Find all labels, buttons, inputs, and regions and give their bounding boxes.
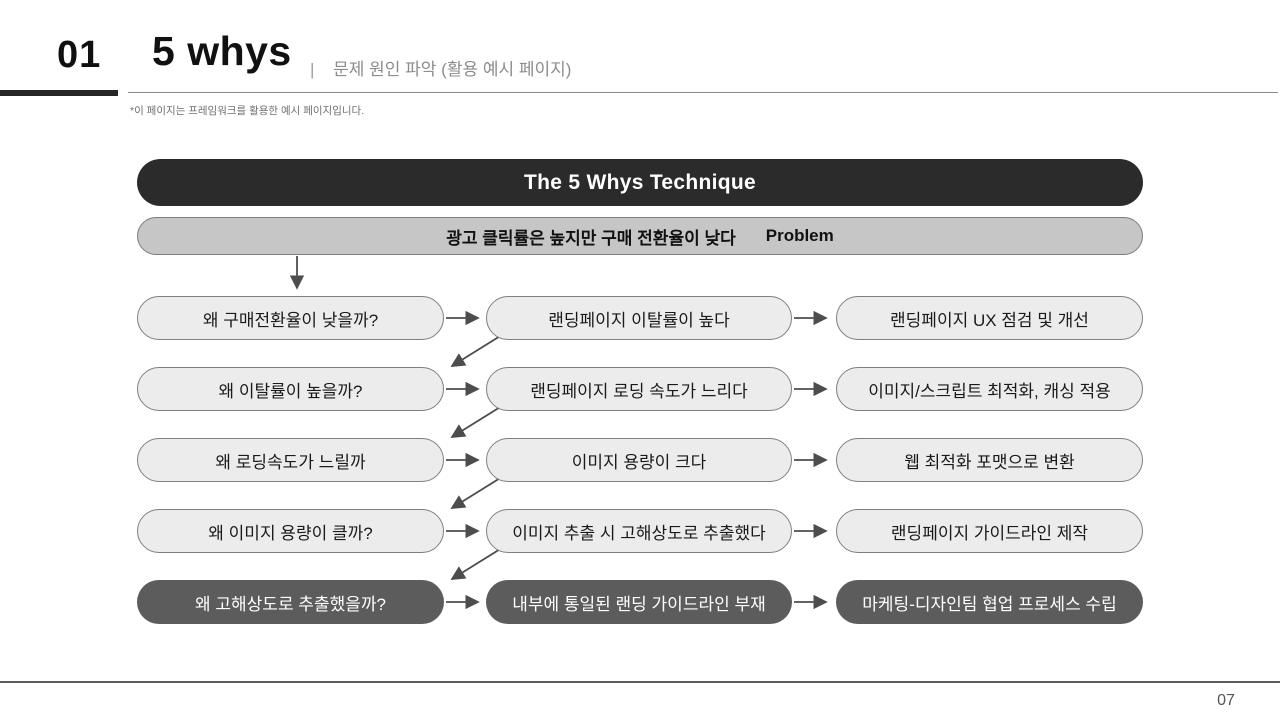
why-row-5: 왜 고해상도로 추출했을까? 내부에 통일된 랜딩 가이드라인 부재 마케팅-디… — [0, 580, 1280, 624]
action-pill-final: 마케팅-디자인팀 협업 프로세스 수립 — [836, 580, 1143, 624]
why-row-1: 왜 구매전환율이 낮을까? 랜딩페이지 이탈률이 높다 랜딩페이지 UX 점검 … — [0, 296, 1280, 340]
why-row-3: 왜 로딩속도가 느릴까 이미지 용량이 크다 웹 최적화 포맷으로 변환 — [0, 438, 1280, 482]
problem-label: Problem — [765, 226, 834, 245]
footnote: *이 페이지는 프레임워크를 활용한 예시 페이지입니다. — [130, 105, 365, 117]
page-title: 5 whys — [152, 28, 292, 74]
why-pill: 왜 구매전환율이 낮을까? — [137, 296, 444, 340]
answer-pill: 랜딩페이지 로딩 속도가 느리다 — [486, 367, 792, 411]
action-pill: 이미지/스크립트 최적화, 캐싱 적용 — [836, 367, 1143, 411]
why-pill-final: 왜 고해상도로 추출했을까? — [137, 580, 444, 624]
problem-pill: 광고 클릭률은 높지만 구매 전환율이 낮다 Problem — [137, 217, 1143, 255]
subtitle-text: 문제 원인 파악 (활용 예시 페이지) — [333, 60, 572, 79]
answer-pill: 랜딩페이지 이탈률이 높다 — [486, 296, 792, 340]
why-pill: 왜 이미지 용량이 클까? — [137, 509, 444, 553]
action-pill: 랜딩페이지 가이드라인 제작 — [836, 509, 1143, 553]
why-row-2: 왜 이탈률이 높을까? 랜딩페이지 로딩 속도가 느리다 이미지/스크립트 최적… — [0, 367, 1280, 411]
why-row-4: 왜 이미지 용량이 클까? 이미지 추출 시 고해상도로 추출했다 랜딩페이지 … — [0, 509, 1280, 553]
page-subtitle: | 문제 원인 파악 (활용 예시 페이지) — [310, 55, 571, 80]
section-number: 01 — [57, 34, 102, 76]
answer-pill-final: 내부에 통일된 랜딩 가이드라인 부재 — [486, 580, 792, 624]
why-pill: 왜 로딩속도가 느릴까 — [137, 438, 444, 482]
technique-title-pill: The 5 Whys Technique — [137, 159, 1143, 206]
footer-divider-line — [0, 681, 1280, 683]
action-pill: 웹 최적화 포맷으로 변환 — [836, 438, 1143, 482]
header-accent-bar — [0, 90, 118, 96]
subtitle-separator: | — [310, 60, 315, 79]
problem-statement: 광고 클릭률은 높지만 구매 전환율이 낮다 — [446, 228, 736, 248]
answer-pill: 이미지 추출 시 고해상도로 추출했다 — [486, 509, 792, 553]
header-divider-line — [128, 92, 1278, 93]
action-pill: 랜딩페이지 UX 점검 및 개선 — [836, 296, 1143, 340]
answer-pill: 이미지 용량이 크다 — [486, 438, 792, 482]
why-pill: 왜 이탈률이 높을까? — [137, 367, 444, 411]
page-number: 07 — [1217, 692, 1235, 709]
